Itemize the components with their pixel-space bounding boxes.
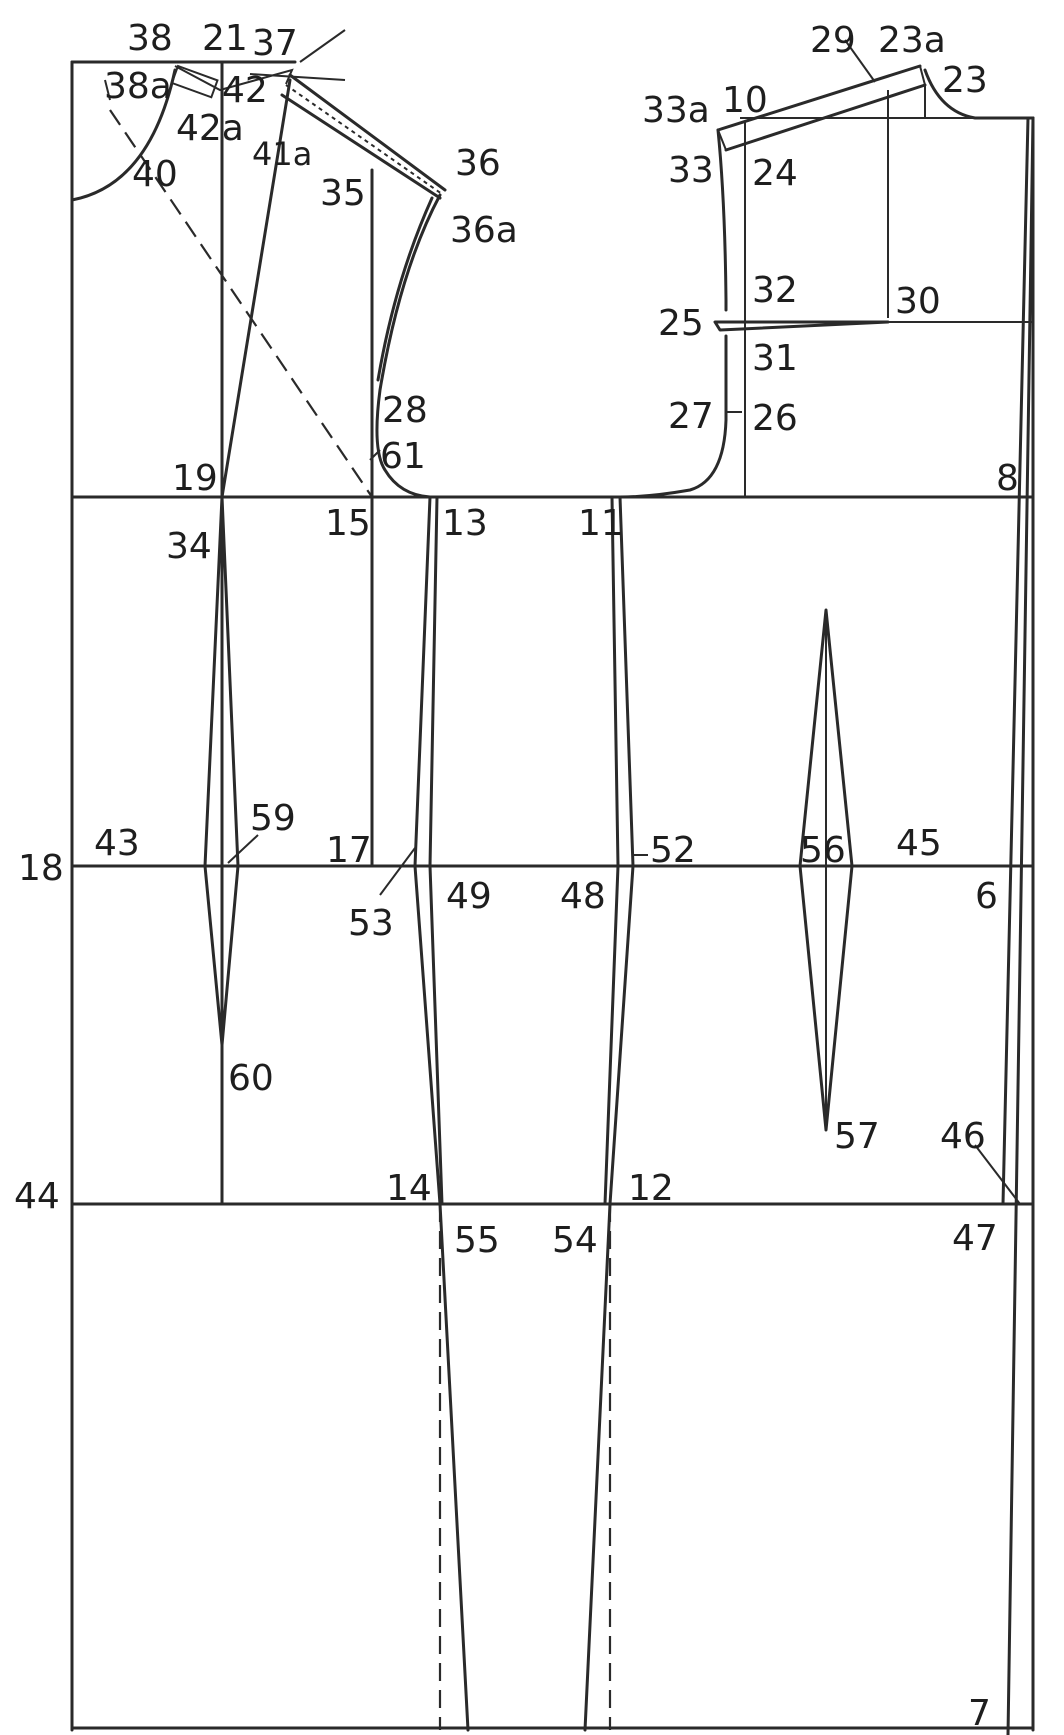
label-42: 42 <box>222 70 268 111</box>
label-36a: 36a <box>450 210 518 251</box>
point-37-pointer <box>299 29 346 63</box>
side-seam-front-lower-inner <box>603 864 620 1206</box>
label-33: 33 <box>668 150 714 191</box>
label-15: 15 <box>325 503 371 544</box>
label-46: 46 <box>940 1116 986 1157</box>
label-8: 8 <box>996 458 1019 499</box>
side-seam-front <box>583 495 635 1732</box>
label-29: 29 <box>810 20 856 61</box>
side-seam-back-inner <box>428 495 439 868</box>
back-armhole-curve <box>375 193 442 499</box>
label-33a: 33a <box>642 90 710 131</box>
label-48: 48 <box>560 876 606 917</box>
label-41a: 41a <box>252 135 312 173</box>
label-59: 59 <box>250 798 296 839</box>
darts <box>70 495 1012 1132</box>
label-28: 28 <box>382 390 428 431</box>
front-piece <box>618 39 1035 1735</box>
label-53: 53 <box>348 903 394 944</box>
label-27: 27 <box>668 396 714 437</box>
label-45: 45 <box>896 823 942 864</box>
point-38a-tick <box>104 79 111 101</box>
point-29-pointer <box>844 39 876 83</box>
label-49: 49 <box>446 876 492 917</box>
label-47: 47 <box>952 1218 998 1259</box>
label-61: 61 <box>380 436 426 477</box>
back-waist-dart <box>203 495 240 1047</box>
point-37-tick <box>249 73 346 81</box>
side-seam-back-lower-inner <box>428 864 444 1206</box>
label-13: 13 <box>442 503 488 544</box>
label-57: 57 <box>834 1116 880 1157</box>
front-center-line <box>1006 116 1035 1735</box>
point-labels: 38 21 37 38a 42 42a 41a 40 35 36 36a 29 … <box>14 18 1019 1734</box>
point-46-pointer <box>974 1144 1021 1205</box>
point-61-tick <box>369 449 381 461</box>
front-armhole-upper <box>716 128 728 312</box>
back-shoulder-line-upper <box>288 73 447 192</box>
point-59-pointer <box>227 834 259 864</box>
label-21: 21 <box>202 18 248 59</box>
label-24: 24 <box>752 153 798 194</box>
back-shoulder-line-lower <box>280 93 442 200</box>
label-43: 43 <box>94 823 140 864</box>
label-26: 26 <box>752 398 798 439</box>
side-seams <box>379 495 648 1732</box>
label-40: 40 <box>132 154 178 195</box>
back-armhole-diagonal <box>109 109 373 498</box>
side-seam-back <box>413 495 470 1732</box>
label-38: 38 <box>127 18 173 59</box>
label-17: 17 <box>326 830 372 871</box>
front-shoulder-end <box>919 65 926 86</box>
label-18: 18 <box>18 848 64 889</box>
label-52: 52 <box>650 830 696 871</box>
point-53-pointer <box>379 847 416 896</box>
back-shoulder-tab <box>170 64 219 99</box>
label-12: 12 <box>628 1168 674 1209</box>
front-dart-25-30 <box>713 320 890 332</box>
label-6: 6 <box>975 876 998 917</box>
label-37: 37 <box>252 23 298 64</box>
label-10: 10 <box>722 80 768 121</box>
label-32: 32 <box>752 270 798 311</box>
label-55: 55 <box>454 1220 500 1261</box>
back-armhole-arc <box>70 68 177 202</box>
front-armhole-lower <box>618 334 728 499</box>
label-19: 19 <box>172 458 218 499</box>
label-23a: 23a <box>878 20 946 61</box>
back-armhole-inner <box>376 196 434 382</box>
back-piece <box>70 29 447 1206</box>
label-38a: 38a <box>104 66 172 107</box>
label-56: 56 <box>800 830 846 871</box>
front-center-inner <box>1001 116 1030 1206</box>
label-30: 30 <box>895 281 941 322</box>
construction-lines <box>70 60 1035 1732</box>
label-42a: 42a <box>176 108 244 149</box>
label-35: 35 <box>320 173 366 214</box>
label-25: 25 <box>658 303 704 344</box>
front-shoulder-upper <box>716 64 922 132</box>
label-7: 7 <box>968 1693 991 1734</box>
label-44: 44 <box>14 1176 60 1217</box>
label-11: 11 <box>578 503 624 544</box>
label-36: 36 <box>455 143 501 184</box>
label-60: 60 <box>228 1058 274 1099</box>
label-14: 14 <box>386 1168 432 1209</box>
back-side-line-41a-19 <box>220 78 292 499</box>
side-seam-front-inner <box>610 495 620 868</box>
label-34: 34 <box>166 526 212 567</box>
label-23: 23 <box>942 60 988 101</box>
label-54: 54 <box>552 1220 598 1261</box>
label-31: 31 <box>752 338 798 379</box>
